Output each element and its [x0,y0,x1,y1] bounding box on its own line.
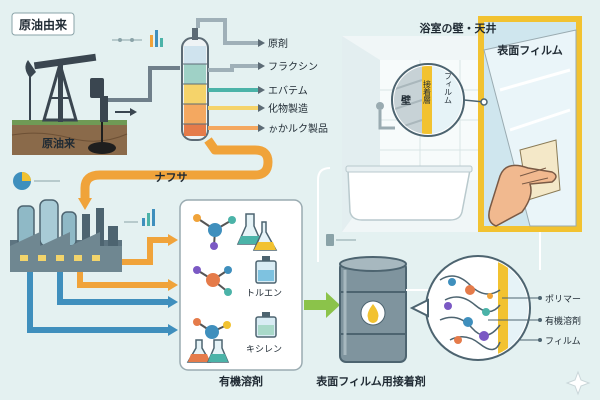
callout-film-label: フィルム [444,72,453,104]
cylinder-icon [326,234,356,246]
flask-icon [186,339,230,363]
adhesive-barrel [339,256,407,363]
output-label: エバテム [268,85,308,97]
molecule-callout [409,255,531,361]
legend-polymer: ポリマー [545,294,581,305]
solvent-name-xylene: キシレン [246,345,282,355]
molecule-icon [193,318,231,339]
molecule-icon [193,266,232,296]
output-label: 化物製造 [268,102,308,115]
connector-line [530,229,541,270]
legend-solvent: 有機溶剤 [545,315,581,327]
bar-chart-icon [124,209,155,226]
output-label: フラクシン [268,61,318,73]
callout-adhesive-label: 接着層 [423,79,432,105]
ground-label: 原油来 [42,136,76,150]
source-title-box: 原油由来 [11,12,75,36]
solvent-panel: トルエン キシレン [179,199,303,371]
molecule-legend: ポリマー 有機溶剤 フィルム [488,294,581,347]
bottle-icon [255,256,277,284]
source-title: 原油由来 [19,17,68,32]
chemical-factory [10,199,122,272]
bottle-icon [255,312,277,338]
film-label: 表面フィルム [496,43,563,57]
solvents-label: 有機溶剤 [219,374,263,388]
distillation-outputs: 原剤 フラクシン エバテム 化物製造 ゕかルク製品 [196,18,328,135]
bathroom-title: 浴室の壁・天井 [420,21,497,35]
naphtha-label: ナフサ [155,171,188,184]
flow-arrow [304,292,340,318]
chart-icon [112,30,163,47]
hand-with-cloth-icon [488,139,561,227]
pie-chart-icon [13,172,60,190]
factory-output-pipes [27,234,178,336]
drop-icon [367,304,379,323]
flask-icon [236,213,278,251]
layer-callout: 壁 接着層 フィルム [391,63,488,137]
callout-wall-label: 壁 [401,94,411,107]
output-label: ゕかルク製品 [268,122,328,135]
legend-film: フィルム [545,336,581,347]
naphtha-pipe [80,137,273,200]
output-label: 原剤 [268,37,288,50]
sparkle-icon [565,370,591,396]
distillation-tower [181,28,209,141]
crude-pipe [108,66,180,102]
connector-line [317,167,331,262]
solvent-name-toluene: トルエン [246,289,282,299]
adhesive-label: 表面フィルム用接着剤 [315,374,426,388]
oil-pump-jack: 原油来 [11,53,128,155]
molecule-icon [193,214,236,250]
